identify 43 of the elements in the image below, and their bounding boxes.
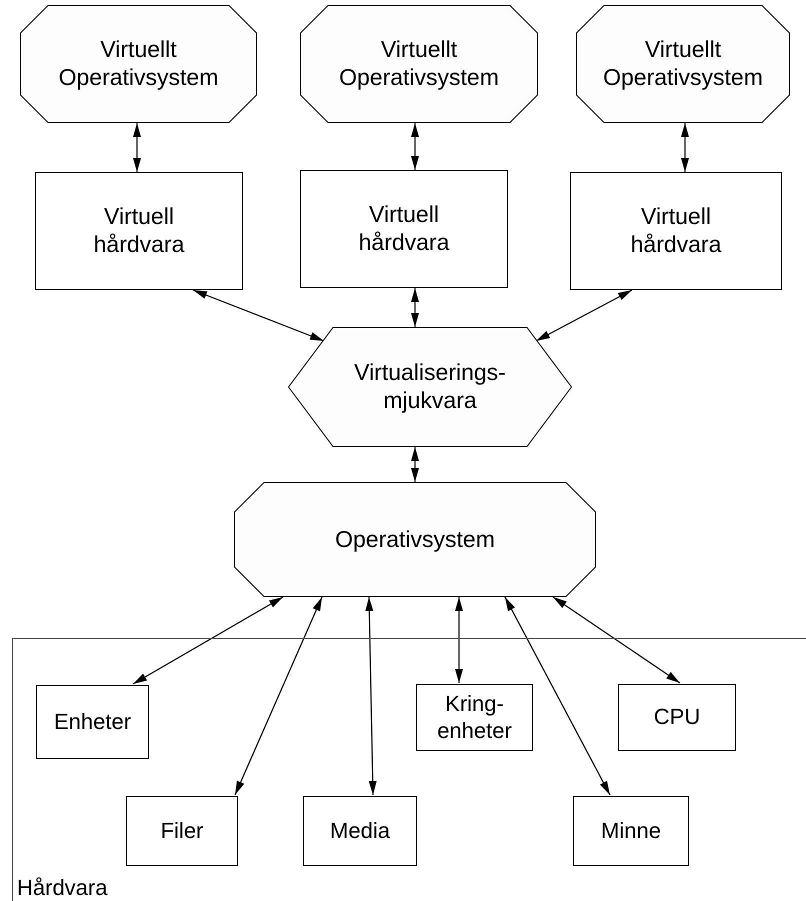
process-box xyxy=(570,172,782,290)
region-label: Hårdvara xyxy=(17,874,108,901)
node-label: Minne xyxy=(600,818,662,844)
node-label: Virtuell hårdvara xyxy=(358,201,450,257)
double-arrow xyxy=(455,597,463,683)
octagon-node xyxy=(300,5,538,123)
double-arrow xyxy=(411,447,419,482)
node-label: Filer xyxy=(160,818,204,844)
double-arrow xyxy=(133,123,141,172)
double-arrow xyxy=(681,123,689,172)
node-label: Media xyxy=(329,818,391,844)
double-arrow xyxy=(192,289,324,342)
process-box xyxy=(618,684,736,751)
node-label: Virtuellt Operativsystem xyxy=(58,36,220,92)
double-arrow xyxy=(411,288,419,327)
double-arrow xyxy=(536,289,632,342)
node-label: Virtuellt Operativsystem xyxy=(338,36,500,92)
process-box xyxy=(35,172,243,290)
double-arrow xyxy=(504,596,611,796)
hexagon-node xyxy=(288,327,572,447)
node-label: CPU xyxy=(652,704,702,731)
double-arrow xyxy=(552,596,680,684)
double-arrow xyxy=(234,596,323,796)
process-box xyxy=(300,170,508,288)
process-box xyxy=(36,685,149,759)
octagon-node xyxy=(20,5,257,123)
process-box xyxy=(126,796,238,866)
node-label: Operativsystem xyxy=(334,526,496,554)
node-label: Enheter xyxy=(52,708,132,736)
process-box xyxy=(416,684,533,751)
process-box xyxy=(303,796,417,866)
process-box xyxy=(573,796,689,866)
node-label: Virtuell hårdvara xyxy=(92,203,186,259)
double-arrow xyxy=(132,596,284,685)
node-label: Virtuell hårdvara xyxy=(630,203,722,259)
node-label: Virtualiserings- mjukvara xyxy=(353,359,507,415)
node-label: Virtuellt Operativsystem xyxy=(602,36,764,92)
octagon-node xyxy=(576,5,790,123)
node-label: Kring- enheter xyxy=(436,691,513,744)
double-arrow xyxy=(365,596,377,796)
hardware-region xyxy=(12,638,806,901)
double-arrow xyxy=(411,123,419,170)
octagon-node xyxy=(234,482,596,597)
